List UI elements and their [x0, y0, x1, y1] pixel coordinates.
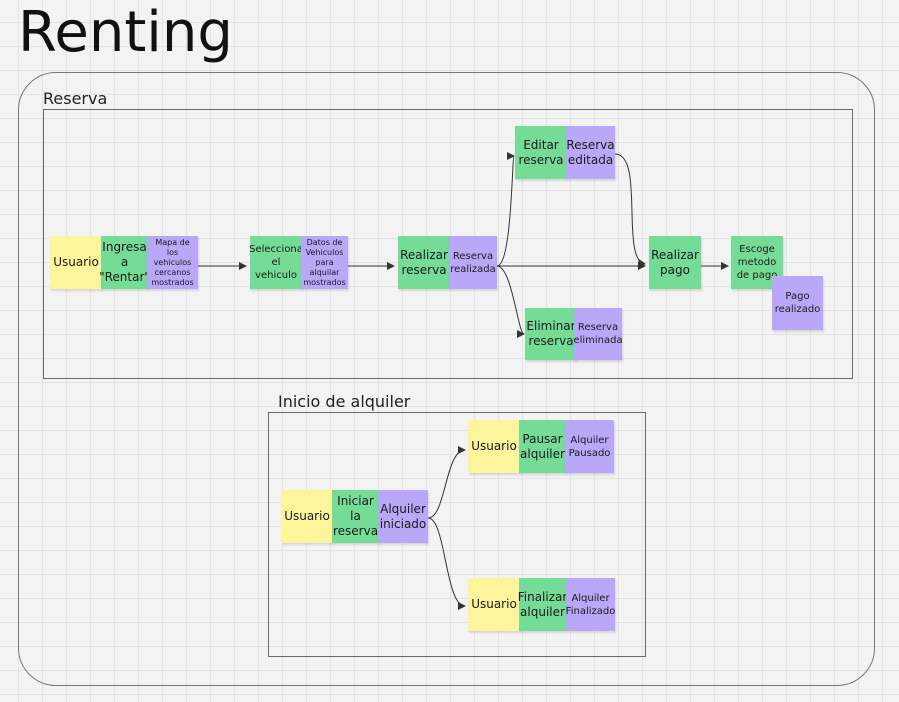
sticky-pausar-alquiler[interactable]: Pausar alquiler [519, 420, 566, 473]
connector-editada-pago [614, 153, 646, 267]
sticky-usuario-finaliza[interactable]: Usuario [468, 578, 520, 631]
sticky-alquiler-iniciado[interactable]: Alquiler iniciado [378, 490, 428, 543]
board-container[interactable] [18, 72, 875, 686]
frame-label-reserva: Reserva [43, 89, 108, 108]
sticky-editar-reserva[interactable]: Editar reserva [515, 126, 567, 179]
sticky-alquiler-finalizado[interactable]: Alquiler Finalizado [566, 578, 615, 631]
sticky-datos-vehiculos[interactable]: Datos de Vehiculos para alquilar mostrad… [301, 236, 348, 289]
connector-reserva-eliminar [496, 265, 525, 338]
sticky-iniciar-reserva[interactable]: Iniciar la reserva [332, 490, 379, 543]
frame-reserva[interactable] [43, 109, 853, 379]
frame-inicio-alquiler[interactable] [268, 412, 646, 657]
sticky-reserva-realizada[interactable]: Reserva realizada [449, 236, 497, 289]
sticky-mapa-vehiculos[interactable]: Mapa de los vehiculos cercanos mostrados [147, 236, 198, 289]
sticky-reserva-eliminada[interactable]: Reserva eliminada [573, 308, 623, 360]
sticky-ingresa-rentar[interactable]: Ingresa a "Rentar" [99, 236, 150, 289]
sticky-usuario-pausa[interactable]: Usuario [468, 420, 520, 473]
connector-reserva-editar [496, 152, 515, 267]
board-title: Renting [18, 0, 233, 65]
connector-iniciado-pausar [427, 446, 466, 519]
sticky-selecciona-vehiculo[interactable]: Selecciona el vehiculo [249, 236, 303, 289]
sticky-pago-realizado[interactable]: Pago realizado [772, 276, 823, 330]
connector-iniciado-finalizar [427, 517, 466, 610]
sticky-realizar-reserva[interactable]: Realizar reserva [398, 236, 450, 289]
sticky-eliminar-reserva[interactable]: Eliminar reserva [525, 308, 577, 360]
sticky-reserva-editada[interactable]: Reserva editada [566, 126, 615, 179]
sticky-alquiler-pausado[interactable]: Alquiler Pausado [565, 420, 614, 473]
sticky-escoge-metodo[interactable]: Escoge metodo de pago [731, 236, 783, 289]
frame-label-inicio-alquiler: Inicio de alquiler [278, 392, 411, 411]
sticky-usuario[interactable]: Usuario [50, 236, 102, 289]
sticky-realizar-pago[interactable]: Realizar pago [649, 236, 701, 289]
sticky-finalizar-alquiler[interactable]: Finalizar alquiler [518, 578, 567, 631]
sticky-usuario-inicio[interactable]: Usuario [281, 490, 333, 543]
